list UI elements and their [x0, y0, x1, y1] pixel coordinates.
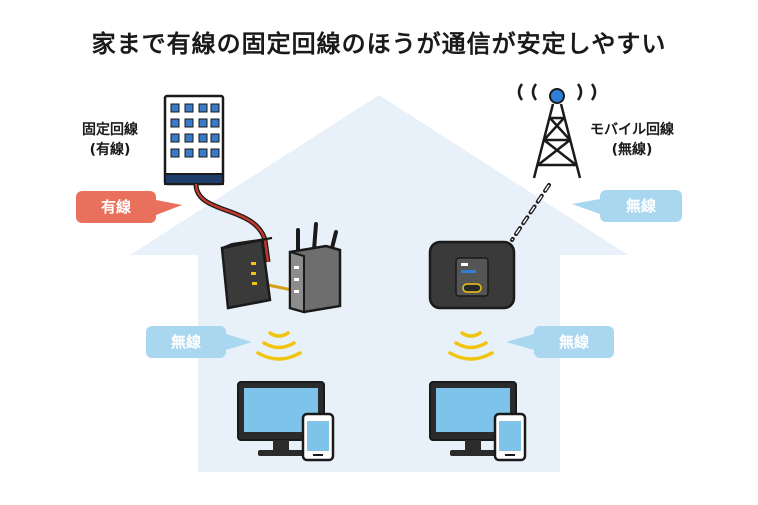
mobile-router-icon: [428, 240, 516, 310]
bubble-tail: [226, 334, 252, 350]
wifi-signal-icon: [256, 331, 302, 361]
wifi-router-icon: [288, 222, 342, 314]
fixed-line-label: 固定回線 (有線): [70, 120, 150, 160]
fixed-line-label-line2: (有線): [89, 142, 131, 158]
cell-tower-icon: [517, 83, 597, 179]
wired-bubble: 有線: [76, 191, 156, 223]
bubble-tail: [156, 200, 182, 215]
fixed-line-label-line1: 固定回線: [82, 122, 138, 138]
diagram-title: 家まで有線の固定回線のほうが通信が安定しやすい: [91, 30, 667, 58]
house-shape: [130, 95, 628, 472]
office-building-icon: [163, 94, 225, 186]
mobile-line-label-line1: モバイル回線: [590, 122, 674, 138]
wireless-bubble-left: 無線: [146, 326, 226, 358]
smartphone-icon: [493, 412, 527, 462]
wifi-signal-icon: [448, 331, 494, 361]
bubble-tail: [506, 334, 534, 350]
onu-device-icon: [220, 237, 273, 310]
smartphone-icon: [301, 412, 335, 462]
wireless-bubble-right-bottom: 無線: [534, 326, 614, 358]
bubble-tail: [572, 199, 600, 214]
mobile-line-label: モバイル回線 (無線): [582, 120, 682, 160]
wireless-bubble-right-top: 無線: [600, 190, 682, 222]
mobile-line-label-line2: (無線): [611, 142, 653, 158]
